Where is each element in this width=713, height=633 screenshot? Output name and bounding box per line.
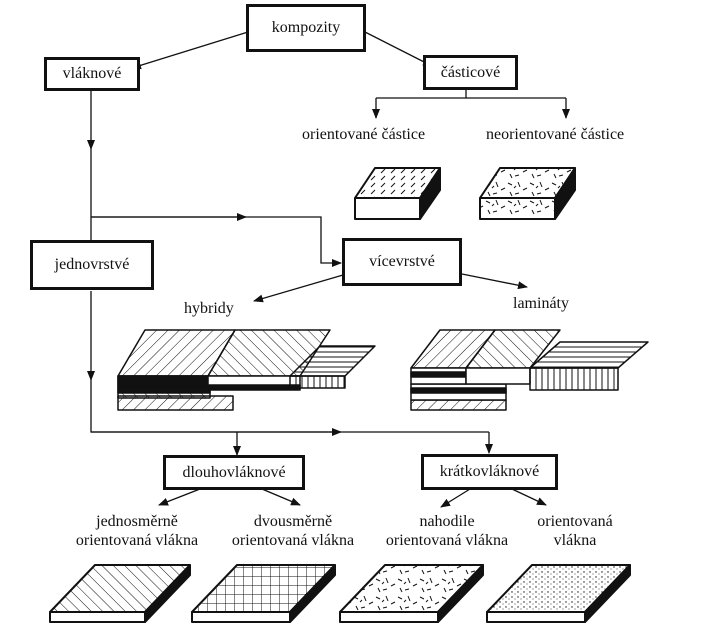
long-fiber-label: dlouhovláknové <box>182 463 286 481</box>
short-fiber-box: krátkovláknové <box>421 454 558 490</box>
fiber-label: vláknové <box>62 65 122 82</box>
oriented-fibers-label-line-2: vlákna <box>553 532 597 549</box>
random-fibers-label-line-2: orientovaná vlákna <box>385 532 509 549</box>
oriented-fibers-label: orientovaná vlákna <box>510 512 640 550</box>
arrow-to-random-fibers <box>440 488 471 508</box>
random-fiber-plate <box>339 564 484 623</box>
nonoriented-particle-block <box>479 167 576 220</box>
multi-layer-box: vícevrstvé <box>342 238 462 286</box>
multi-layer-label: vícevrstvé <box>369 253 435 270</box>
bidirectional-label-line-1: dvousměrně <box>253 513 333 530</box>
arrow-root-to-particle <box>364 31 433 67</box>
random-fibers-label: nahodile orientovaná vlákna <box>372 512 522 550</box>
unidirectional-plate <box>49 564 191 623</box>
random-fibers-label-line-1: nahodile <box>419 513 475 530</box>
root-box: kompozity <box>246 4 366 52</box>
arrow-to-oriented-fibers <box>511 488 547 506</box>
laminate-drawing <box>410 329 649 411</box>
oriented-fibers-label-line-1: orientovaná <box>537 513 613 530</box>
single-layer-label: jednovrstvé <box>54 256 130 273</box>
laminates-label: lamináty <box>513 295 569 312</box>
fiber-box: vláknové <box>44 57 140 91</box>
unidirectional-label-line-2: orientovaná vlákna <box>75 532 199 549</box>
single-layer-box: jednovrstvé <box>30 240 154 290</box>
bidirectional-plate <box>191 564 336 623</box>
oriented-particle-block <box>354 167 441 220</box>
oriented-short-fiber-plate <box>486 564 631 623</box>
arrow-to-bidirectional <box>261 488 301 506</box>
long-fiber-box: dlouhovláknové <box>163 455 305 490</box>
oriented-particles-label: orientované částice <box>302 126 426 143</box>
arrow-to-hybrids <box>253 274 344 303</box>
short-fiber-label: krátkovláknové <box>439 463 540 480</box>
arrow-to-unidirectional <box>158 488 201 506</box>
nonoriented-particles-label: neorientované částice <box>486 126 625 143</box>
unidirectional-label: jednosměrně orientovaná vlákna <box>62 512 212 550</box>
bidirectional-label-line-2: orientovaná vlákna <box>231 532 355 549</box>
hybrids-label: hybridy <box>184 300 234 317</box>
root-label: kompozity <box>271 19 341 36</box>
hybrid-laminate-drawing <box>117 329 376 411</box>
bidirectional-label: dvousměrně orientovaná vlákna <box>218 512 368 550</box>
particle-box: částicové <box>423 55 518 90</box>
unidirectional-label-line-1: jednosměrně <box>96 513 178 530</box>
particle-label: částicové <box>440 63 501 81</box>
arrow-root-to-fiber <box>131 31 249 70</box>
arrow-to-laminates <box>461 273 528 290</box>
